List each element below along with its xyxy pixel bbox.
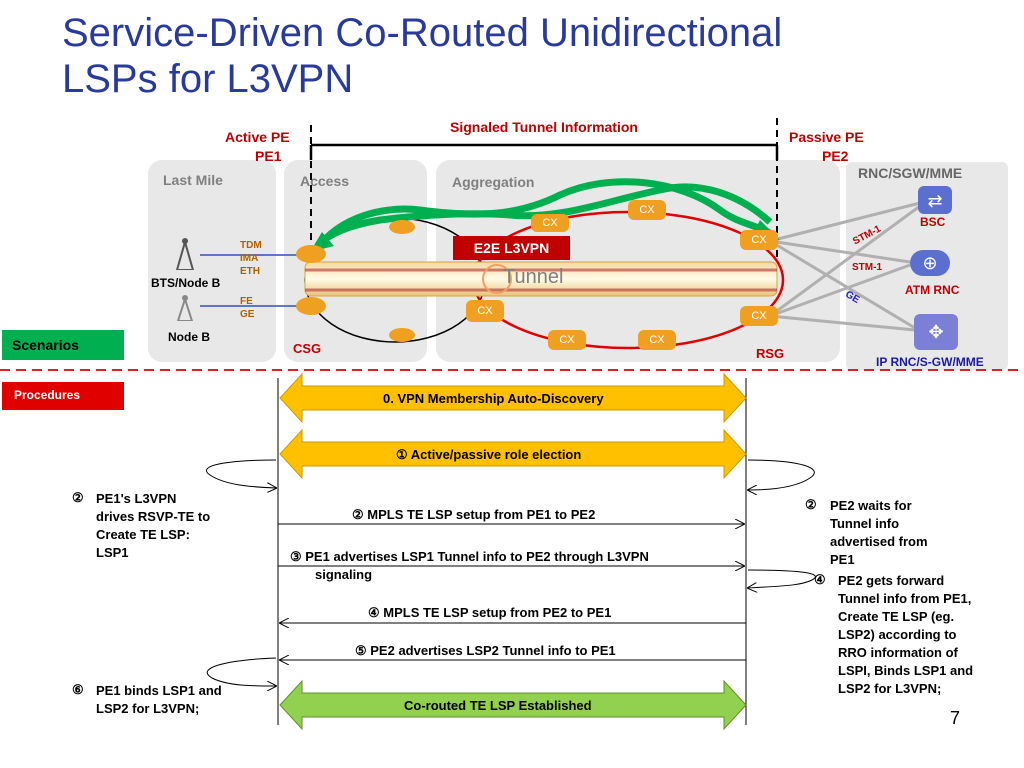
ip-rnc-device-icon: ✥ xyxy=(914,314,958,350)
tdm-label: TDM xyxy=(240,240,262,251)
bsc-label: BSC xyxy=(920,215,946,229)
rnc-links xyxy=(769,201,921,332)
stm1-b-label: STM-1 xyxy=(852,262,882,273)
rsg-label: RSG xyxy=(756,346,785,361)
page-title: Service-Driven Co-Routed Unidirectional … xyxy=(62,10,962,102)
title-line-2: LSPs for L3VPN xyxy=(62,57,354,101)
bts-tower-icon xyxy=(175,236,195,270)
router-icon: CX xyxy=(740,230,778,250)
nodeb-label: Node B xyxy=(168,330,210,344)
step3-text-b: signaling xyxy=(315,567,373,582)
rnc-label: RNC/SGW/MME xyxy=(858,165,963,181)
router-icon: CX xyxy=(548,330,586,350)
router-icon: CX xyxy=(628,200,666,220)
signaled-tunnel-label: Signaled Tunnel Information xyxy=(450,119,638,135)
step3-text-a: ③ PE1 advertises LSP1 Tunnel info to PE2… xyxy=(290,549,649,564)
ima-label: IMA xyxy=(240,253,259,264)
pe2-loop-1 xyxy=(748,459,815,490)
csg-label: CSG xyxy=(293,341,322,356)
tunnel-label: Tunnel xyxy=(503,266,564,288)
router-icon: CX xyxy=(531,214,569,232)
atm-rnc-label: ATM RNC xyxy=(905,283,960,297)
pe1-loop-2 xyxy=(206,657,276,686)
green-arrow-lower xyxy=(315,183,773,248)
pe2-label: PE2 xyxy=(822,148,849,164)
router-icon xyxy=(296,245,326,263)
active-pe-label: Active PE xyxy=(225,129,290,145)
note-left6-num: ⑥ xyxy=(72,682,84,697)
title-line-1: Service-Driven Co-Routed Unidirectional xyxy=(62,11,783,55)
step2-text: ② MPLS TE LSP setup from PE1 to PE2 xyxy=(352,507,596,522)
procedures-label: Procedures xyxy=(2,382,124,410)
pe1-loop-1 xyxy=(206,459,276,488)
established-arrow xyxy=(279,679,747,731)
green-arrow-upper xyxy=(308,178,777,260)
router-icon xyxy=(389,220,415,234)
access-label: Access xyxy=(300,173,350,189)
note-right2-num: ② xyxy=(805,497,817,512)
fe-label: FE xyxy=(240,296,253,307)
scenarios-label: Scenarios xyxy=(2,330,124,360)
note-left2-num: ② xyxy=(72,490,84,505)
pe1-label: PE1 xyxy=(255,148,282,164)
bts-label: BTS/Node B xyxy=(151,276,221,290)
router-icon: CX xyxy=(466,300,504,322)
router-icon xyxy=(389,328,415,342)
last-mile-panel xyxy=(148,160,276,362)
pe2-loop-2 xyxy=(748,569,816,588)
eth-label: ETH xyxy=(240,266,260,277)
step5-text: ⑤ PE2 advertises LSP2 Tunnel info to PE1 xyxy=(355,643,616,658)
note-right4-num: ④ xyxy=(814,572,826,587)
step0-arrow xyxy=(279,372,747,424)
step4-text: ④ MPLS TE LSP setup from PE2 to PE1 xyxy=(368,605,612,620)
step0-text: 0. VPN Membership Auto-Discovery xyxy=(383,391,604,406)
nodeb-icon xyxy=(175,293,195,321)
router-icon: CX xyxy=(638,330,676,350)
page-number: 7 xyxy=(950,708,961,728)
last-mile-label: Last Mile xyxy=(163,172,223,188)
step1-arrow xyxy=(279,428,747,480)
router-icon: CX xyxy=(740,306,778,326)
bsc-device-icon: ⇄ xyxy=(918,186,952,214)
established-text: Co-routed TE LSP Established xyxy=(404,698,592,713)
step1-text: ① Active/passive role election xyxy=(396,447,582,462)
passive-pe-label: Passive PE xyxy=(789,129,864,145)
atm-rnc-device-icon: ⊕ xyxy=(910,250,950,276)
aggregation-label: Aggregation xyxy=(452,174,535,190)
ip-rnc-label: IP RNC/S-GW/MME xyxy=(876,355,984,369)
e2e-l3vpn-label: E2E L3VPN xyxy=(453,236,570,260)
router-icon xyxy=(296,297,326,315)
ge-left-label: GE xyxy=(240,309,255,320)
